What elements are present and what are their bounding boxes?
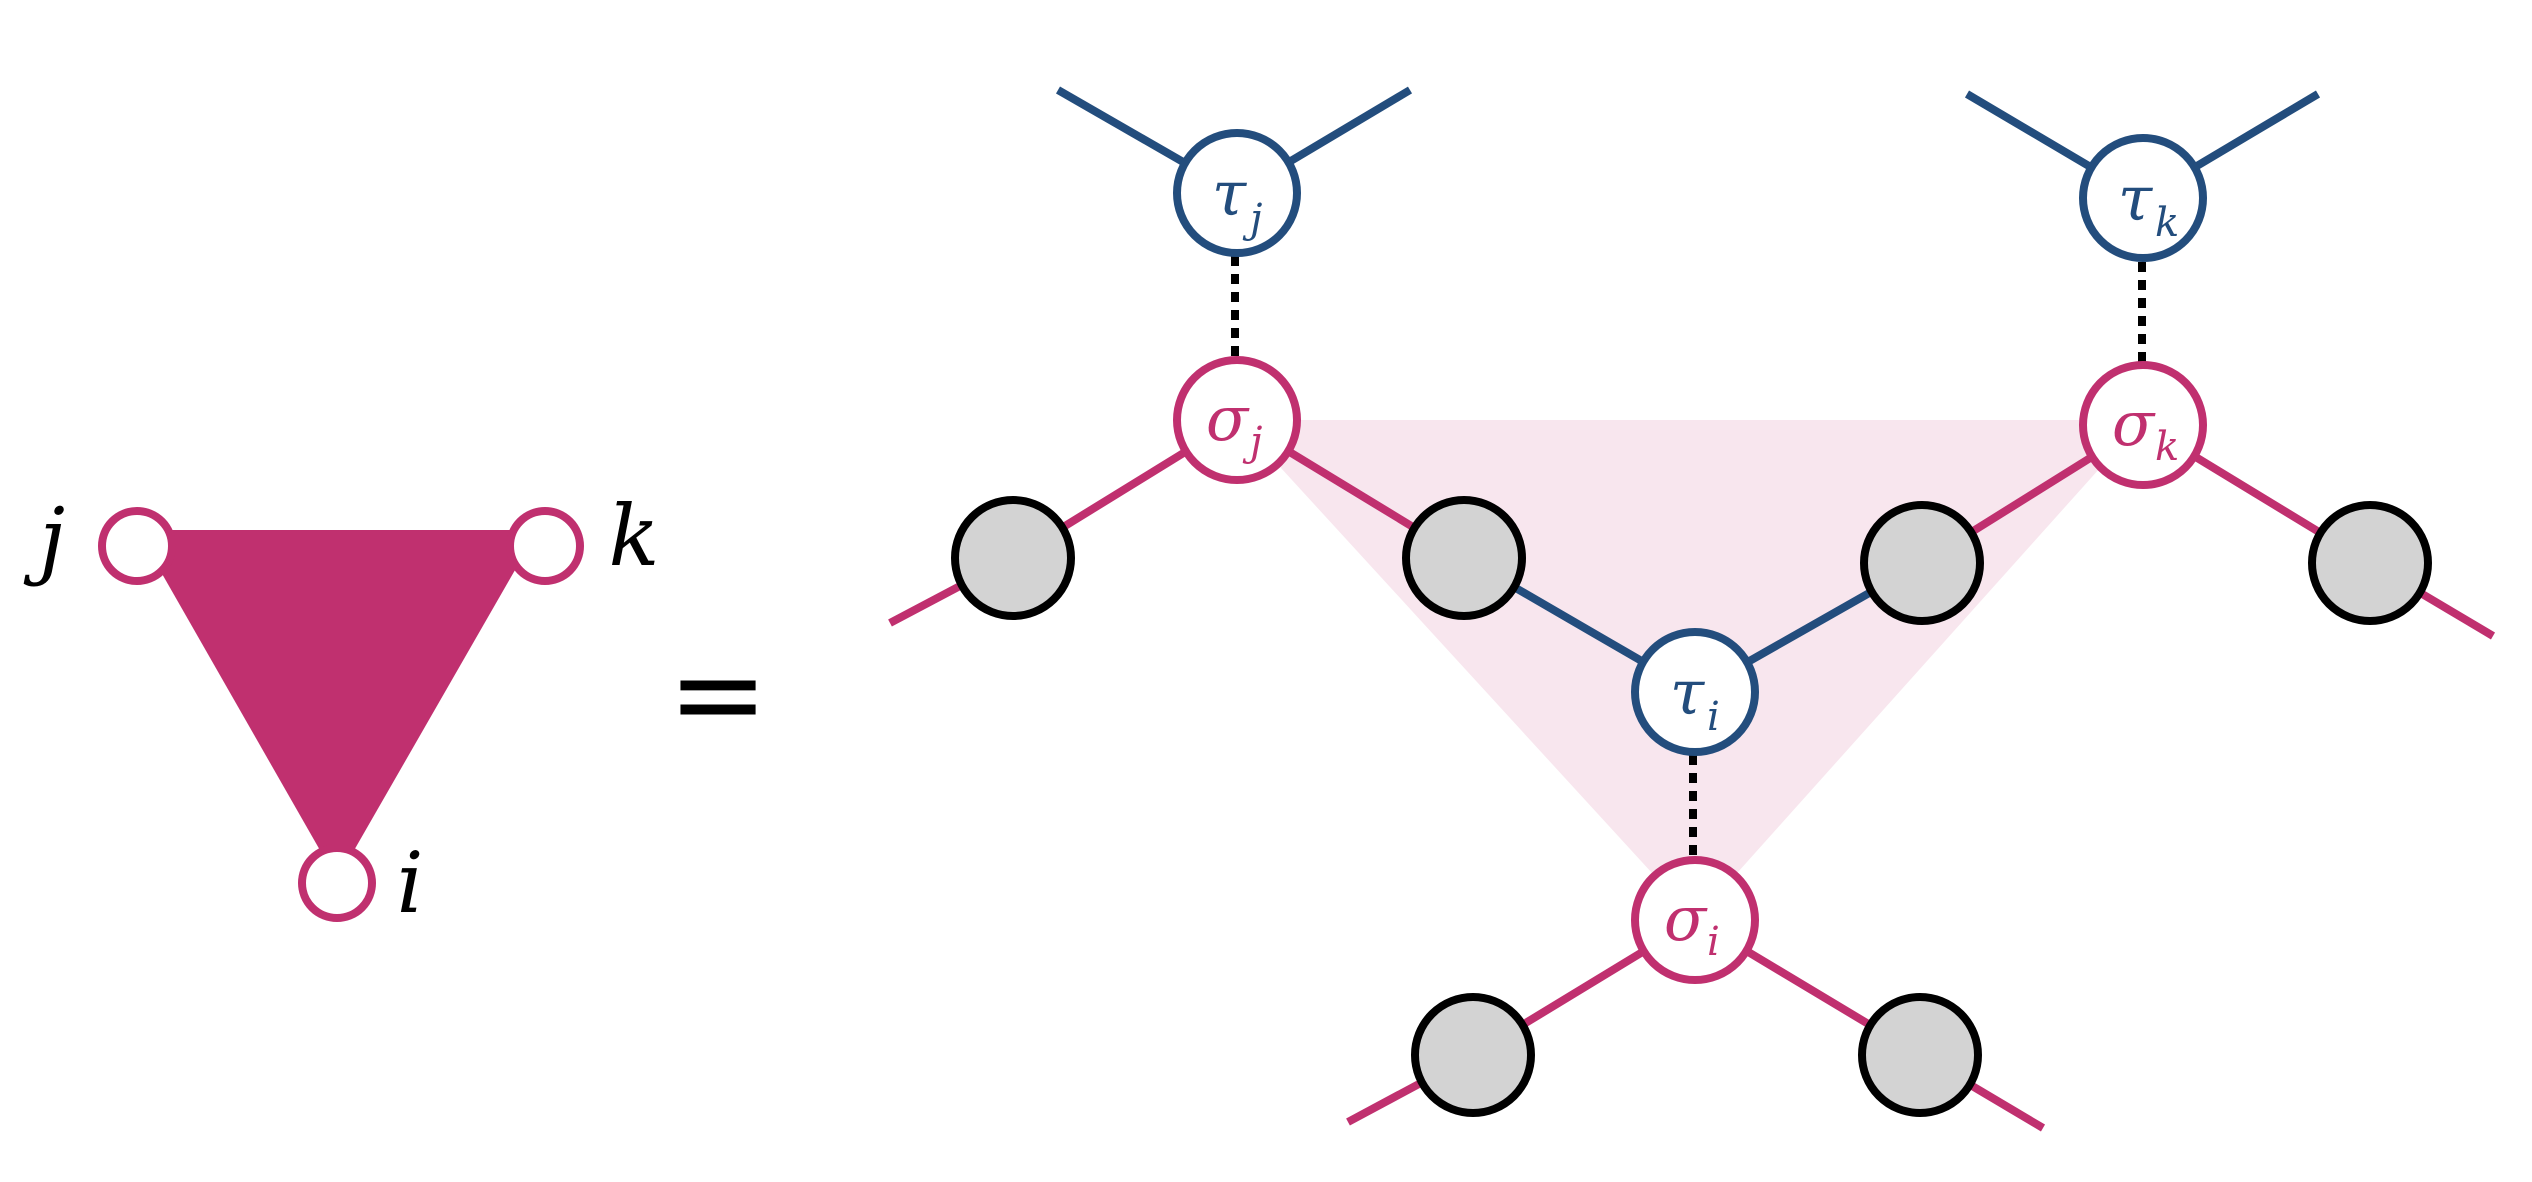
sigma-j-node <box>1173 356 1301 484</box>
tau-k-symbol: τ <box>2118 162 2154 235</box>
tau-i-symbol: τ <box>1670 656 1706 729</box>
label-i: i <box>397 834 424 932</box>
tau-i-node <box>1631 628 1759 756</box>
tensor-network: τ j τ k τ i σ j σ k σ i <box>888 86 2496 1132</box>
gray-tensor-left-inner <box>1402 496 1526 620</box>
sigma-k-symbol: σ <box>2112 387 2156 460</box>
label-k: k <box>609 487 660 585</box>
tau-k-node <box>2079 134 2207 262</box>
gray-tensor-bottom-left <box>1411 993 1535 1117</box>
triangle-symbol: j k i <box>23 487 659 932</box>
sigma-i-subscript: i <box>1707 919 1720 965</box>
vertex-i-circle <box>298 844 376 922</box>
gray-tensor-right-outer <box>2308 501 2432 625</box>
triangle-fill <box>137 530 538 880</box>
gray-tensor-left-outer <box>951 496 1075 620</box>
sigma-i-symbol: σ <box>1664 882 1708 955</box>
vertex-j-circle <box>98 507 176 585</box>
tau-k-subscript: k <box>2155 200 2179 246</box>
tau-j-symbol: τ <box>1212 157 1248 230</box>
gray-tensor-bottom-right <box>1858 993 1982 1117</box>
tau-i-subscript: i <box>1707 694 1720 740</box>
sigma-k-subscript: k <box>2155 424 2179 470</box>
gray-tensor-right-inner <box>1860 501 1984 625</box>
vertex-k-circle <box>506 507 584 585</box>
tau-j-node <box>1173 129 1301 257</box>
label-j: j <box>23 490 65 588</box>
sigma-j-symbol: σ <box>1206 382 1250 455</box>
sigma-k-node <box>2079 361 2207 489</box>
equals-sign: = <box>668 625 769 764</box>
sigma-i-node <box>1631 856 1759 984</box>
